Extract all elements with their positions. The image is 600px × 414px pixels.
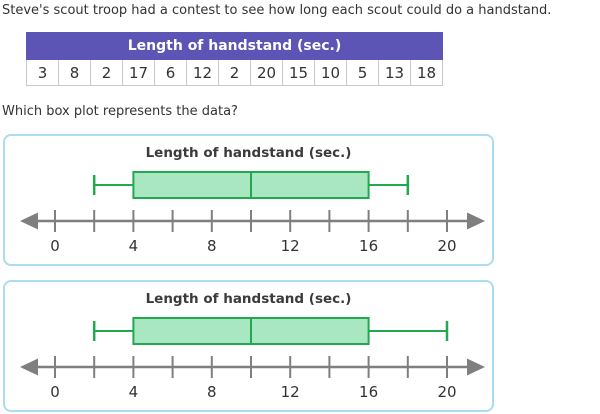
- table-cell: 2: [218, 59, 251, 86]
- svg-text:4: 4: [129, 383, 139, 401]
- svg-text:16: 16: [359, 383, 378, 401]
- table-cell: 18: [410, 59, 443, 86]
- svg-text:12: 12: [281, 237, 300, 255]
- table-cell: 8: [58, 59, 91, 86]
- table-cell: 6: [154, 59, 187, 86]
- table-cell: 10: [314, 59, 347, 86]
- table-cell: 2: [90, 59, 123, 86]
- svg-text:16: 16: [359, 237, 378, 255]
- boxplot-chart: 0 4 8 12 16 20: [20, 171, 485, 255]
- table-cell: 17: [122, 59, 155, 86]
- svg-text:4: 4: [129, 237, 139, 255]
- table-cell: 5: [346, 59, 379, 86]
- table-cell: 15: [282, 59, 315, 86]
- table-cell: 20: [250, 59, 283, 86]
- svg-text:20: 20: [437, 237, 456, 255]
- boxplot-option-1[interactable]: Length of handstand (sec.) 0 4 8 12 16 20: [3, 134, 494, 266]
- svg-text:12: 12: [281, 383, 300, 401]
- svg-text:0: 0: [50, 237, 60, 255]
- table-header-row: Length of handstand (sec.): [26, 32, 443, 60]
- boxplot-option-2[interactable]: Length of handstand (sec.) 0 4 8 12 16 20: [3, 280, 494, 412]
- svg-text:20: 20: [437, 383, 456, 401]
- question-prompt: Which box plot represents the data?: [2, 104, 238, 119]
- question-intro: Steve's scout troop had a contest to see…: [2, 3, 552, 18]
- svg-text:8: 8: [207, 237, 217, 255]
- table-header: Length of handstand (sec.): [26, 32, 443, 60]
- svg-text:8: 8: [207, 383, 217, 401]
- table-cell: 13: [378, 59, 411, 86]
- plot-title: Length of handstand (sec.): [145, 145, 352, 161]
- table-cell: 12: [186, 59, 219, 86]
- boxplot-chart: 0 4 8 12 16 20: [20, 317, 485, 401]
- plot-title: Length of handstand (sec.): [145, 291, 352, 307]
- table-cell: 3: [26, 59, 59, 86]
- svg-text:0: 0: [50, 383, 60, 401]
